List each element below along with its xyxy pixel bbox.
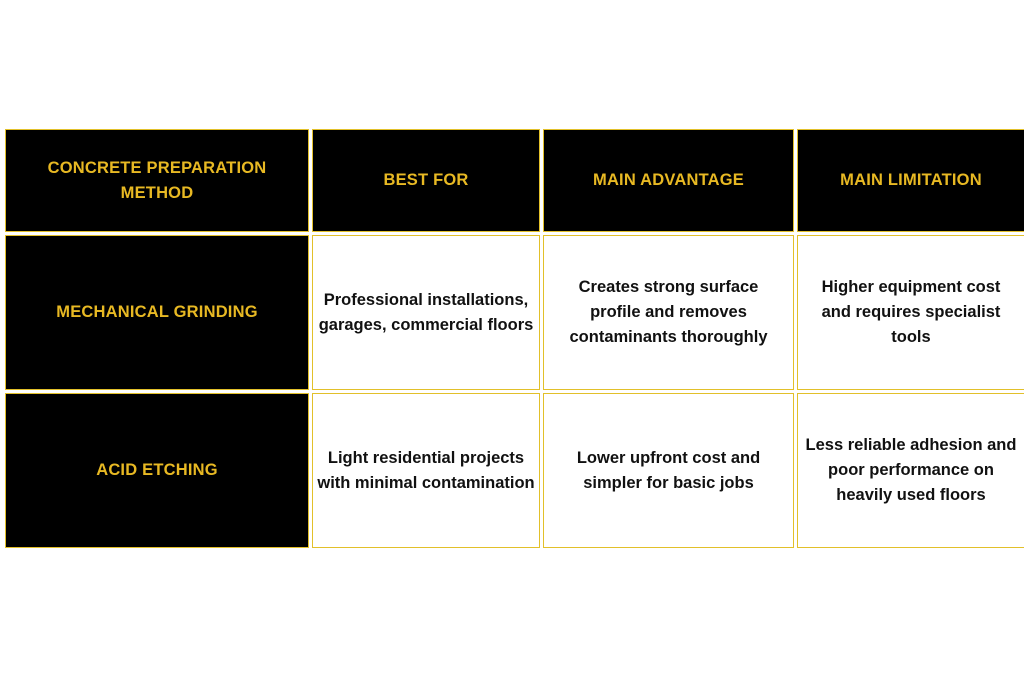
- best-for-text: Light residential projects with minimal …: [317, 448, 535, 492]
- row-acid-etching-best-for: Light residential projects with minimal …: [312, 393, 540, 548]
- row-mechanical-grinding-advantage: Creates strong surface profile and remov…: [543, 235, 794, 390]
- limitation-text: Less reliable adhesion and poor performa…: [805, 436, 1017, 504]
- row-acid-etching-method: ACID ETCHING: [5, 393, 309, 548]
- row-mechanical-grinding-limitation: Higher equipment cost and requires speci…: [797, 235, 1024, 390]
- header-main-limitation: MAIN LIMITATION: [797, 129, 1024, 232]
- advantage-text: Lower upfront cost and simpler for basic…: [576, 448, 761, 492]
- header-method: CONCRETE PREPARATION METHOD: [5, 129, 309, 232]
- header-main-advantage: MAIN ADVANTAGE: [543, 129, 794, 232]
- row-mechanical-grinding-method: MECHANICAL GRINDING: [5, 235, 309, 390]
- header-best-for: BEST FOR: [312, 129, 540, 232]
- header-method-label: CONCRETE PREPARATION METHOD: [47, 158, 267, 202]
- comparison-table: CONCRETE PREPARATION METHOD BEST FOR MAI…: [5, 129, 1024, 548]
- best-for-text: Professional installations, garages, com…: [318, 290, 534, 334]
- method-label: MECHANICAL GRINDING: [56, 303, 258, 321]
- row-acid-etching-advantage: Lower upfront cost and simpler for basic…: [543, 393, 794, 548]
- header-main-advantage-label: MAIN ADVANTAGE: [593, 171, 744, 189]
- limitation-text: Higher equipment cost and requires speci…: [821, 278, 1001, 346]
- method-label: ACID ETCHING: [96, 461, 218, 479]
- header-best-for-label: BEST FOR: [383, 171, 469, 189]
- row-acid-etching-limitation: Less reliable adhesion and poor performa…: [797, 393, 1024, 548]
- row-mechanical-grinding-best-for: Professional installations, garages, com…: [312, 235, 540, 390]
- header-main-limitation-label: MAIN LIMITATION: [840, 171, 982, 189]
- advantage-text: Creates strong surface profile and remov…: [569, 278, 768, 346]
